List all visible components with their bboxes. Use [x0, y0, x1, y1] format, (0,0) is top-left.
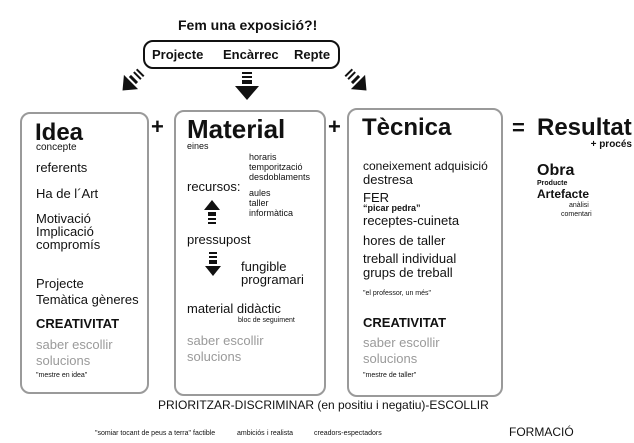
- resultat-obra: Obra: [537, 162, 575, 179]
- idea-item: Implicació: [36, 224, 94, 239]
- arrow-down-icon: [235, 72, 259, 100]
- idea-title: Idea: [35, 119, 84, 146]
- tecnica-emphasis: CREATIVITAT: [363, 315, 447, 330]
- tecnica-box: [347, 108, 503, 397]
- tecnica-item: receptes-cuineta: [363, 213, 460, 228]
- material-title: Material: [187, 114, 286, 144]
- tecnica-quote: "mestre de taller": [363, 372, 417, 379]
- tecnica-item: hores de taller: [363, 233, 446, 248]
- tecnica-item: grups de treball: [363, 265, 453, 280]
- idea-item: Projecte: [36, 276, 84, 291]
- footer-note: ambiciós: [237, 430, 265, 437]
- equals-sign: =: [512, 115, 525, 140]
- idea-grey: solucions: [36, 353, 91, 368]
- recursos-time: temporització: [249, 162, 303, 172]
- tecnica-item: treball individual: [363, 251, 457, 266]
- footer-note: factible: [193, 430, 216, 437]
- header-question: Fem una exposició?!: [178, 17, 318, 33]
- option-repte: Repte: [294, 47, 331, 62]
- option-projecte: Projecte: [152, 47, 204, 62]
- tecnica-quote: "el professor, un més": [363, 290, 432, 297]
- arrow-up-icon: [204, 200, 220, 224]
- arrow-down-right-icon: [344, 68, 367, 91]
- footer-note: "somiar tocant de peus a terra": [95, 430, 192, 437]
- footer-main: PRIORITZAR-DISCRIMINAR (en positiu i neg…: [158, 398, 489, 412]
- idea-emphasis: CREATIVITAT: [36, 316, 120, 331]
- recursos-time: horaris: [249, 152, 277, 162]
- plus-sign: +: [151, 114, 164, 139]
- tecnica-grey: saber escollir: [363, 335, 440, 350]
- resultat-artefacte: Artefacte: [537, 187, 590, 201]
- idea-grey: saber escollir: [36, 337, 113, 352]
- idea-box: [20, 112, 149, 394]
- material-grey: saber escollir: [187, 333, 264, 348]
- tecnica-item: coneixement adquisició: [363, 159, 488, 173]
- arrow-down-left-icon: [122, 68, 145, 91]
- footer-formacio: FORMACIÓ: [509, 425, 574, 439]
- idea-item: concepte: [36, 142, 77, 153]
- recursos-space: informàtica: [249, 208, 294, 218]
- arrow-down-icon: [205, 252, 221, 276]
- resultat-producte: Producte: [537, 180, 568, 187]
- material-consumable: programari: [241, 272, 304, 287]
- idea-item: referents: [36, 160, 88, 175]
- options-pill: [143, 40, 340, 69]
- material-pressupost: pressupost: [187, 232, 251, 247]
- tecnica-bold-quote: “picar pedra”: [363, 203, 421, 213]
- material-box: [174, 110, 326, 396]
- material-didactic-sub: bloc de seguiment: [238, 317, 295, 324]
- tecnica-item: destresa: [363, 172, 413, 187]
- idea-item: Temàtica gèneres: [36, 292, 139, 307]
- material-eines: eines: [187, 141, 209, 151]
- plus-sign: +: [328, 114, 341, 139]
- idea-item: compromís: [36, 237, 101, 252]
- material-grey: solucions: [187, 349, 242, 364]
- footer-note: creadors-espectadors: [314, 430, 382, 437]
- tecnica-title: Tècnica: [362, 114, 452, 141]
- resultat-title: Resultat: [537, 114, 632, 141]
- material-didactic: material didàctic: [187, 301, 281, 316]
- tecnica-item: FER: [363, 190, 389, 205]
- recursos-space: taller: [249, 198, 269, 208]
- resultat-process: + procés: [590, 139, 632, 150]
- option-encarrec: Encàrrec: [223, 47, 279, 62]
- material-recursos: recursos:: [187, 179, 241, 194]
- material-consumable: fungible: [241, 259, 287, 274]
- tecnica-grey: solucions: [363, 351, 418, 366]
- recursos-space: aules: [249, 188, 271, 198]
- resultat-sub: anàlisi: [569, 202, 589, 209]
- resultat-sub: comentari: [561, 211, 592, 218]
- footer-note: i realista: [267, 430, 294, 437]
- idea-quote: "mestre en idea": [36, 372, 88, 379]
- idea-item: Ha de l´Art: [36, 186, 99, 201]
- idea-item: Motivació: [36, 211, 91, 226]
- recursos-time: desdoblaments: [249, 172, 311, 182]
